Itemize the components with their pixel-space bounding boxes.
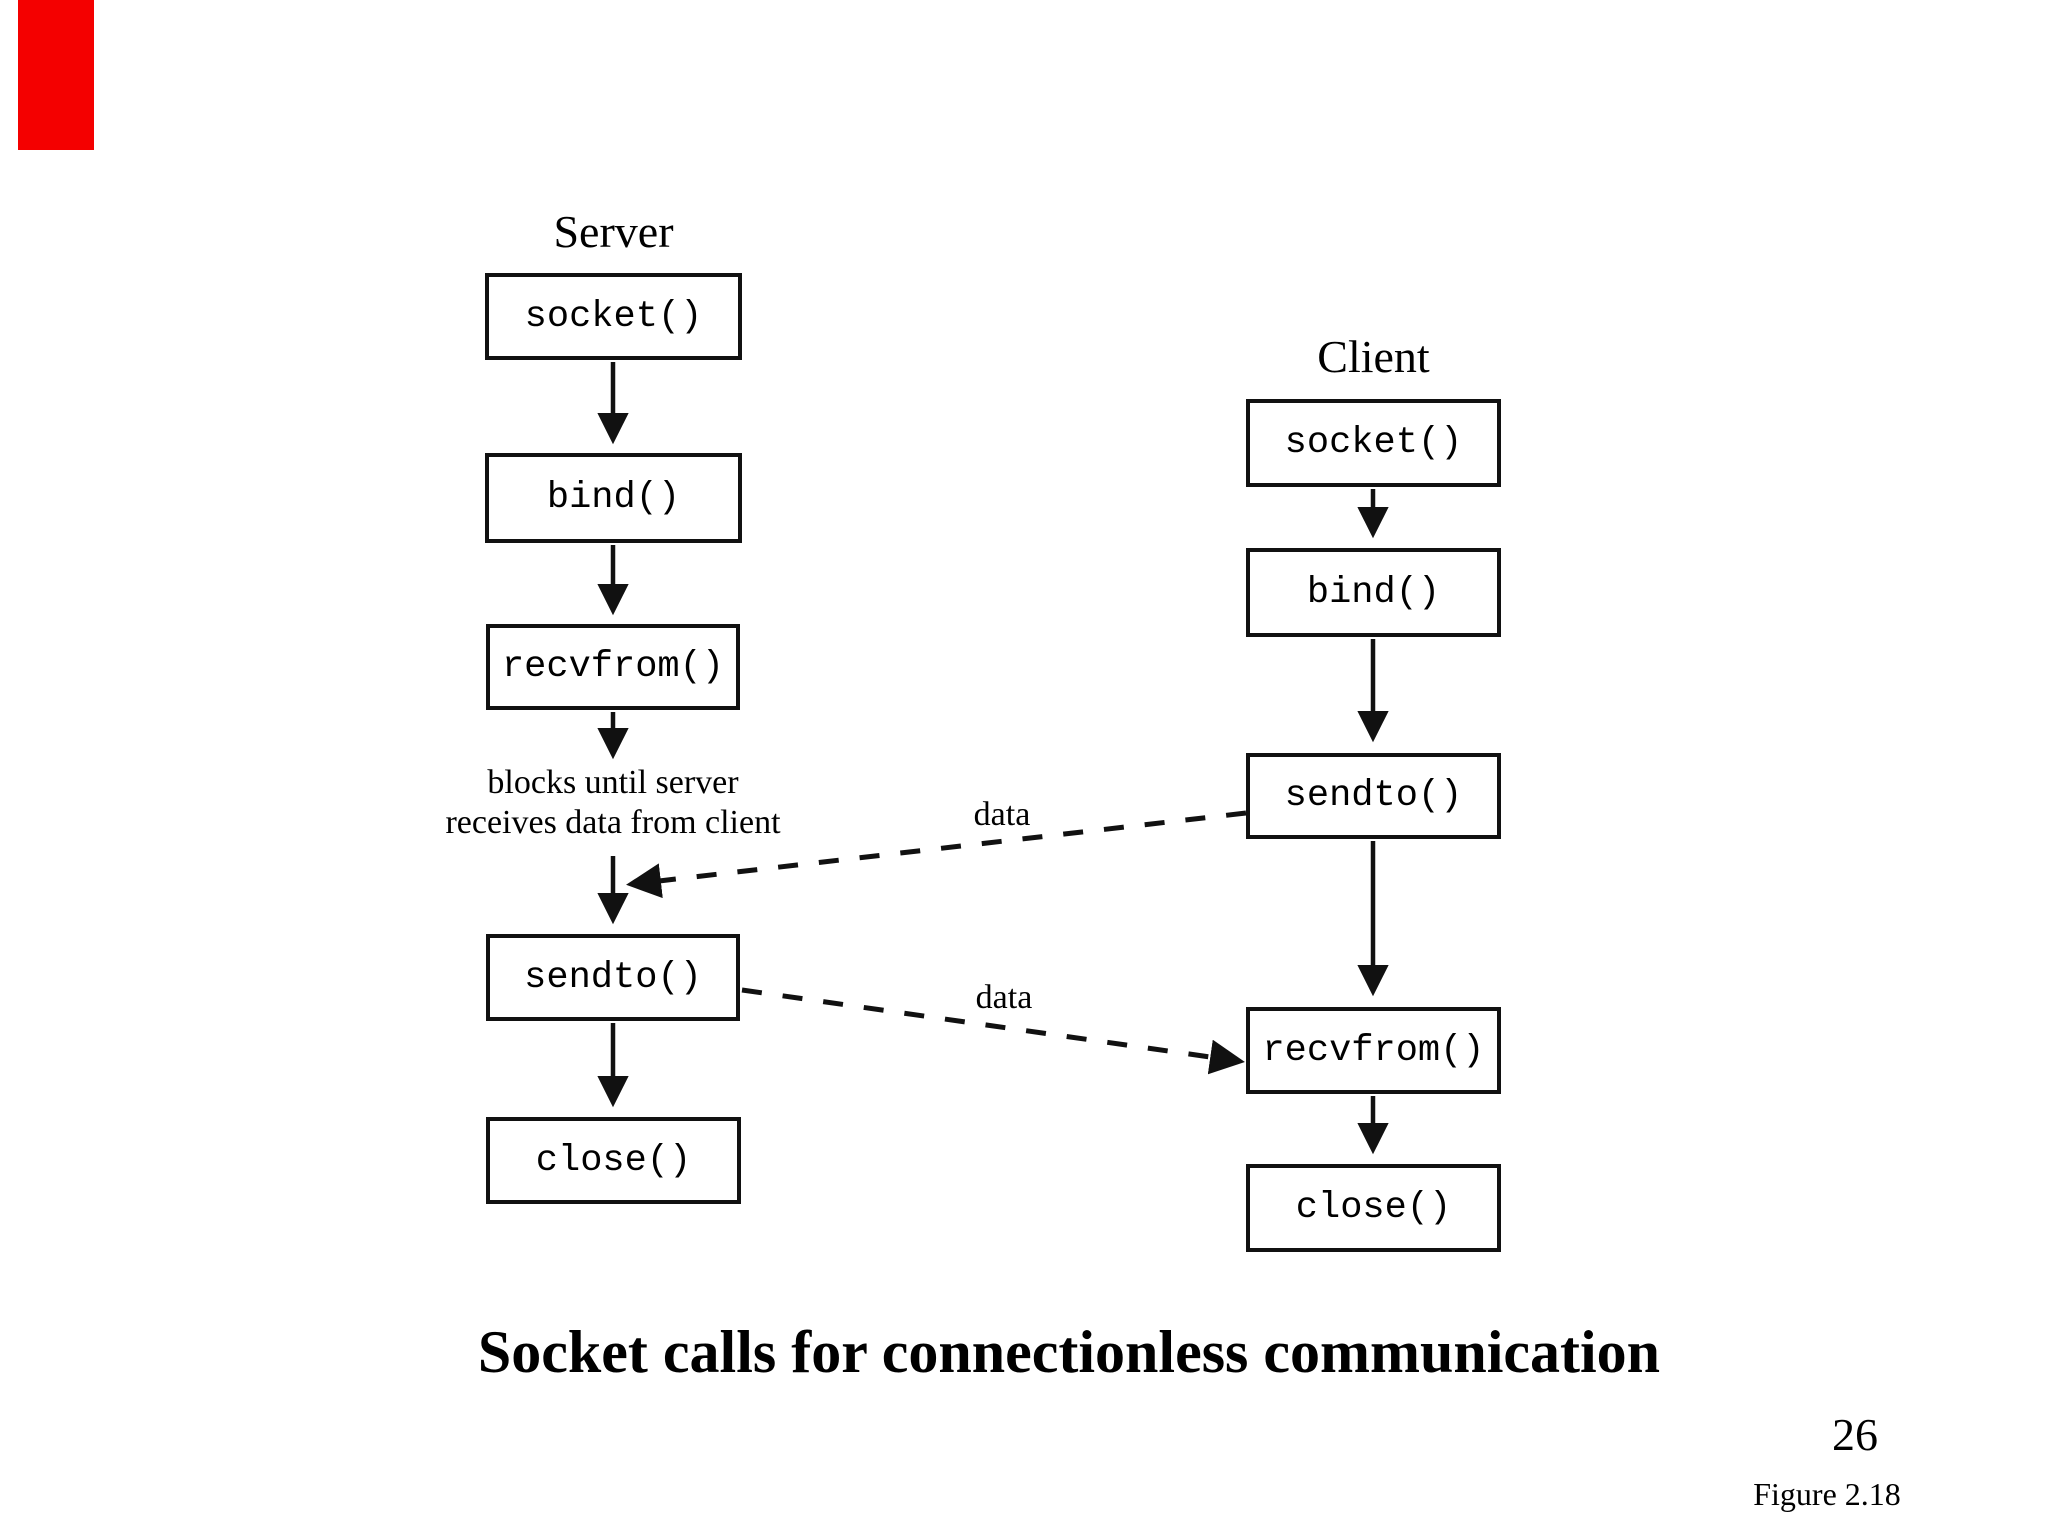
page-number: 26 bbox=[1832, 1409, 1878, 1460]
server-blocking-note: blocks until server receives data from c… bbox=[340, 763, 886, 843]
client-column-title: Client bbox=[1317, 331, 1430, 382]
data-transfer-label-lower: data bbox=[975, 979, 1033, 1016]
slide-caption: Socket calls for connectionless communic… bbox=[477, 1319, 1661, 1385]
client-recvfrom-box: recvfrom() bbox=[1246, 1007, 1501, 1094]
server-recvfrom-box: recvfrom() bbox=[486, 624, 740, 710]
data-transfer-label-upper: data bbox=[973, 796, 1031, 833]
server-sendto-box: sendto() bbox=[486, 934, 740, 1021]
server-bind-box: bind() bbox=[485, 453, 742, 543]
client-socket-box: socket() bbox=[1246, 399, 1501, 487]
server-close-box: close() bbox=[486, 1117, 741, 1204]
client-bind-box: bind() bbox=[1246, 548, 1501, 637]
server-socket-box: socket() bbox=[485, 273, 742, 360]
server-column-title: Server bbox=[553, 206, 674, 257]
client-sendto-box: sendto() bbox=[1246, 753, 1501, 839]
client-close-box: close() bbox=[1246, 1164, 1501, 1252]
red-marker bbox=[18, 0, 94, 150]
server-blocking-note-line1: blocks until server bbox=[487, 764, 739, 801]
server-blocking-note-line2: receives data from client bbox=[445, 804, 781, 841]
figure-number-label: Figure 2.18 bbox=[1753, 1476, 1901, 1512]
